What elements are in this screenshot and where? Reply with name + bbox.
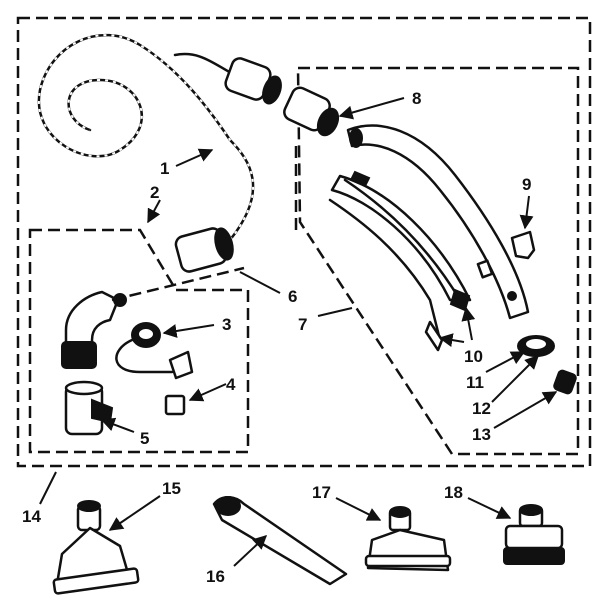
wand-upper [346,124,530,320]
handle-elbow-part [61,290,127,369]
small-block-part [164,394,186,416]
leader-12 [491,355,539,403]
callout-4: 4 [226,375,236,394]
crevice-tool-part [212,496,348,586]
leader-9 [519,195,534,230]
leader-4 [188,383,227,402]
wand-dashed-frame [296,66,580,456]
leader-11 [485,351,526,373]
leader-10b [438,333,465,347]
callout-14: 14 [22,507,41,526]
callout-5: 5 [140,429,149,448]
leader-3 [162,324,215,338]
hose-coiled [37,34,282,273]
callout-1: 1 [160,159,169,178]
callout-9: 9 [522,175,531,194]
callout-3: 3 [222,315,231,334]
handle-centerline [111,266,245,302]
small-clip-part [510,230,536,260]
cuff-connector-part [283,86,340,137]
leader-13 [493,391,558,429]
sleeve-part [64,380,114,436]
floor-tool-part [52,500,140,595]
leader-5 [100,417,135,433]
callout-2: 2 [150,183,159,202]
cord-part [115,322,194,380]
callout-10: 10 [464,347,483,366]
leader-7 [317,307,353,317]
leader-10 [461,306,476,341]
leader-16 [233,535,268,567]
leader-8 [338,97,405,120]
brush-part [503,504,565,565]
plug-part [553,369,577,395]
leader-2 [147,199,161,224]
callout-6: 6 [288,287,297,306]
leader-1 [175,148,214,167]
wand-lower [328,170,472,352]
leader-6 [239,271,281,294]
callout-12: 12 [472,399,491,418]
callout-11: 11 [466,373,484,392]
upholstery-tool-part [364,506,452,572]
callout-8: 8 [412,89,421,108]
leader-15 [108,495,161,531]
leader-17 [335,497,382,521]
callout-7: 7 [298,315,307,334]
leader-14 [39,471,57,505]
leader-18 [467,497,512,519]
callout-18: 18 [444,483,463,502]
callout-17: 17 [312,483,331,502]
callout-15: 15 [162,479,181,498]
outer-dashed-frame [16,16,592,468]
callout-16: 16 [206,567,225,586]
handle-dashed-frame [28,228,250,454]
callout-13: 13 [472,425,491,444]
